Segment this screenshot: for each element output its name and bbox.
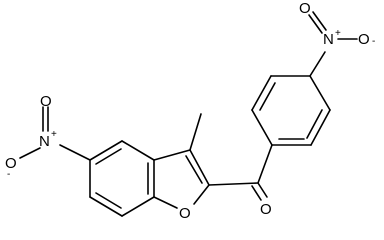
bond: [309, 75, 331, 111]
svg-text:N: N: [39, 133, 50, 150]
bond: [251, 109, 273, 146]
bond: [153, 196, 178, 209]
bond: [59, 144, 91, 161]
bond: [251, 185, 262, 201]
atom-label-o: O -: [5, 155, 17, 180]
bond: [308, 14, 323, 34]
bond: [185, 155, 203, 184]
svg-text:N: N: [323, 31, 334, 48]
svg-text:-: -: [7, 169, 10, 180]
svg-text:O: O: [5, 155, 17, 172]
atom-label-o: O: [179, 205, 191, 222]
svg-text:-: -: [372, 36, 375, 47]
atom-label-o: O: [40, 93, 52, 110]
bond: [310, 109, 331, 146]
bond: [95, 192, 122, 209]
svg-text:O: O: [260, 201, 272, 218]
bond: [306, 109, 323, 139]
bond: [189, 149, 210, 186]
atom-label-o: O -: [358, 31, 375, 48]
bond: [257, 182, 268, 198]
atom-label-o: O: [260, 201, 272, 218]
svg-text:+: +: [51, 129, 57, 140]
atom-label-o: O: [299, 0, 311, 17]
bond: [251, 75, 272, 111]
svg-text:O: O: [40, 93, 52, 110]
atom-label-n: N +: [39, 129, 57, 150]
bond: [208, 182, 259, 186]
bond: [312, 11, 327, 31]
bond: [309, 51, 326, 77]
svg-text:+: +: [335, 28, 341, 39]
bond: [193, 184, 210, 205]
molecule-structure: O N + O - O N + O - O O: [5, 0, 375, 222]
bond: [257, 144, 273, 184]
bond: [89, 196, 123, 217]
bond: [89, 140, 123, 161]
svg-text:O: O: [179, 205, 191, 222]
bond: [259, 82, 276, 111]
bond: [95, 148, 122, 165]
structure-canvas: O N + O - O N + O - O O: [5, 0, 375, 222]
bond: [121, 196, 155, 217]
svg-text:O: O: [358, 31, 370, 48]
svg-text:O: O: [299, 0, 311, 17]
bond: [19, 147, 41, 159]
bond: [189, 113, 202, 151]
bond: [153, 149, 191, 161]
atom-label-n: N +: [323, 28, 341, 48]
bond: [121, 140, 155, 161]
